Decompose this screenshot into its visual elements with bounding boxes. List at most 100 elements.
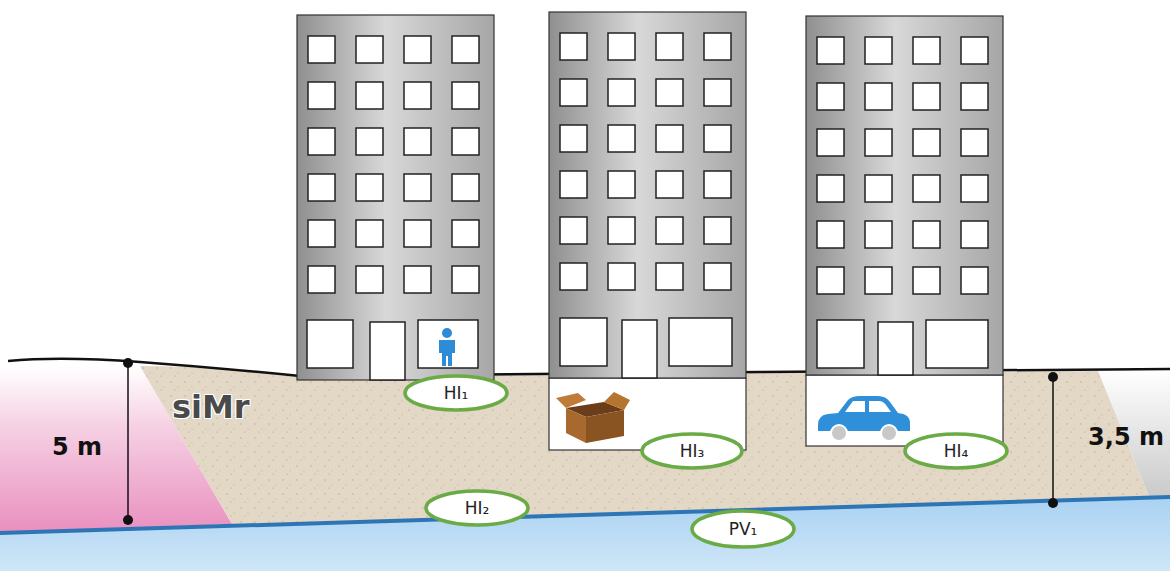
window [656, 171, 683, 198]
window [452, 82, 479, 109]
marker-label: HI₄ [944, 441, 969, 461]
window [452, 266, 479, 293]
window [356, 266, 383, 293]
window [560, 263, 587, 290]
window [656, 125, 683, 152]
window [608, 125, 635, 152]
oval-shape [405, 376, 507, 410]
window [560, 33, 587, 60]
window [356, 128, 383, 155]
window [356, 82, 383, 109]
ground-opening [560, 318, 607, 366]
window [704, 79, 731, 106]
window [404, 220, 431, 247]
ground-opening [370, 322, 405, 380]
window [817, 83, 844, 110]
window [404, 266, 431, 293]
window [560, 171, 587, 198]
window [865, 37, 892, 64]
oval-shape [426, 491, 528, 525]
oval-shape [905, 434, 1007, 468]
window [817, 221, 844, 248]
person-icon [439, 328, 455, 366]
ground-opening [622, 320, 657, 378]
window [608, 217, 635, 244]
window [356, 220, 383, 247]
marker-label: HI₂ [465, 498, 490, 518]
window [608, 79, 635, 106]
window [961, 221, 988, 248]
ground-opening [418, 320, 478, 368]
window [356, 174, 383, 201]
ground-opening [307, 320, 353, 368]
window [404, 82, 431, 109]
water-table-line [0, 497, 1170, 533]
window [308, 266, 335, 293]
window [308, 128, 335, 155]
building [806, 16, 1003, 375]
ground-opening [926, 320, 988, 368]
window [452, 220, 479, 247]
window [913, 129, 940, 156]
soil-type-label: siMr [172, 388, 250, 426]
window [913, 37, 940, 64]
window [961, 37, 988, 64]
ground-opening [878, 322, 913, 375]
window [452, 36, 479, 63]
window [913, 83, 940, 110]
oval-marker: HI₂ [424, 489, 530, 527]
oval-marker: HI₃ [640, 432, 744, 470]
window [452, 174, 479, 201]
window [865, 129, 892, 156]
window [308, 36, 335, 63]
window [608, 263, 635, 290]
window [913, 175, 940, 202]
oval-shape [642, 434, 742, 468]
marker-label: PV₁ [729, 519, 758, 539]
ground-opening [669, 318, 732, 366]
window [452, 128, 479, 155]
window [704, 263, 731, 290]
window [817, 267, 844, 294]
window [961, 267, 988, 294]
window [817, 37, 844, 64]
window [704, 217, 731, 244]
dimension-dot [123, 358, 1058, 525]
box-icon [556, 392, 630, 443]
car-icon [818, 396, 910, 441]
ground-opening [817, 320, 864, 368]
oval-marker: HI₁ [403, 374, 509, 412]
window [560, 217, 587, 244]
oval-shape [692, 511, 794, 547]
window [356, 36, 383, 63]
window [404, 128, 431, 155]
window [865, 221, 892, 248]
window [656, 33, 683, 60]
window [817, 175, 844, 202]
window [704, 33, 731, 60]
window [961, 83, 988, 110]
window [308, 174, 335, 201]
window [608, 171, 635, 198]
window [913, 267, 940, 294]
building [297, 15, 494, 380]
building [549, 12, 746, 378]
window [560, 79, 587, 106]
window [817, 129, 844, 156]
window [961, 129, 988, 156]
window [308, 220, 335, 247]
dimension-label: 5 m [52, 433, 102, 461]
window [913, 221, 940, 248]
oval-marker: HI₄ [903, 432, 1009, 470]
dimension-label: 3,5 m [1088, 423, 1164, 451]
dimension-line [128, 363, 1053, 520]
window [704, 125, 731, 152]
window [704, 171, 731, 198]
window [865, 267, 892, 294]
window [865, 175, 892, 202]
window [865, 83, 892, 110]
oval-marker: PV₁ [690, 509, 796, 549]
window [608, 33, 635, 60]
window [961, 175, 988, 202]
